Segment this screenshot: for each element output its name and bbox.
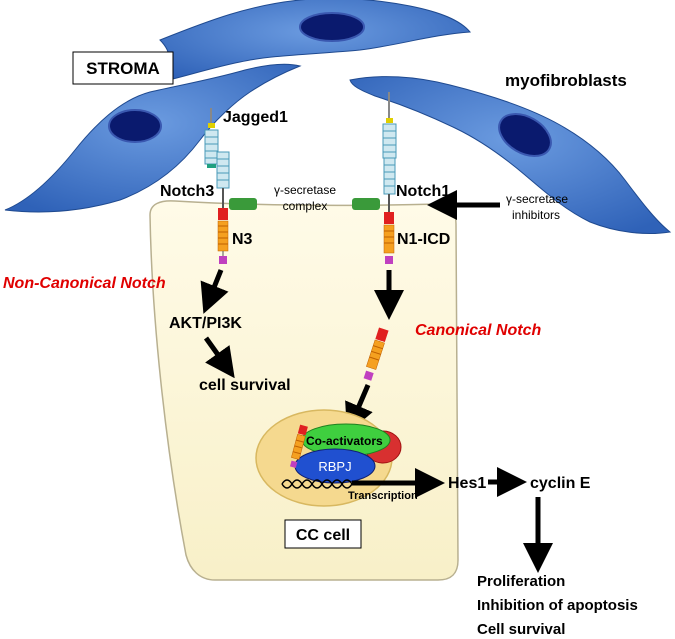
rbpj-label: RBPJ [318, 459, 351, 474]
n3-to-akt-arrow [200, 269, 229, 314]
coactivators-label: Co-activators [306, 434, 383, 448]
notch1-label: Notch1 [396, 183, 450, 200]
cyclin-e-label: cyclin E [530, 475, 591, 492]
jagged1-label: Jagged1 [223, 109, 288, 126]
dna-helix [281, 479, 353, 489]
notch3-label: Notch3 [160, 183, 214, 200]
stroma-box [72, 51, 174, 85]
n3-label: N3 [232, 231, 253, 248]
transcription-label: Transcription [348, 490, 418, 502]
jagged1-ligand [204, 108, 219, 168]
stroma-label: STROMA [86, 59, 160, 78]
gamma-secretase-right [352, 198, 380, 210]
akt-to-survival-arrow [203, 336, 235, 379]
stromal-nucleus-left [108, 109, 162, 143]
stromal-nucleus-top [299, 12, 365, 42]
outcome-cell-survival: Cell survival [477, 621, 565, 638]
notch1-receptor [382, 92, 397, 264]
gamma-secretase-left [229, 198, 257, 210]
myofibroblasts-label: myofibroblasts [505, 71, 627, 90]
canonical-label: Canonical Notch [415, 322, 541, 339]
icd-to-nucleus-arrow [345, 384, 373, 434]
outcome-inhibition-apoptosis: Inhibition of apoptosis [477, 597, 638, 614]
n1-icd-fragment [363, 327, 389, 381]
n1-icd-bound [289, 424, 308, 468]
outcome-proliferation: Proliferation [477, 573, 565, 590]
inhibitors-label-1: γ-secretase [506, 192, 568, 206]
hes1-label: Hes1 [448, 475, 486, 492]
stromal-cell-right [349, 76, 672, 234]
cell-survival-label: cell survival [199, 377, 291, 394]
akt-pi3k-label: AKT/PI3K [169, 315, 242, 332]
n1-icd-label: N1-ICD [397, 231, 450, 248]
stromal-cell-top [158, 0, 472, 83]
cc-cell-box [284, 519, 362, 549]
inhibitors-label-2: inhibitors [512, 208, 560, 222]
gamma-secretase-label-2: complex [283, 199, 328, 213]
gamma-secretase-label-1: γ-secretase [274, 183, 336, 197]
stromal-nucleus-right [498, 113, 552, 157]
notch3-receptor [216, 151, 230, 264]
non-canonical-label: Non-Canonical Notch [3, 275, 166, 292]
cc-cell-label: CC cell [296, 527, 350, 544]
